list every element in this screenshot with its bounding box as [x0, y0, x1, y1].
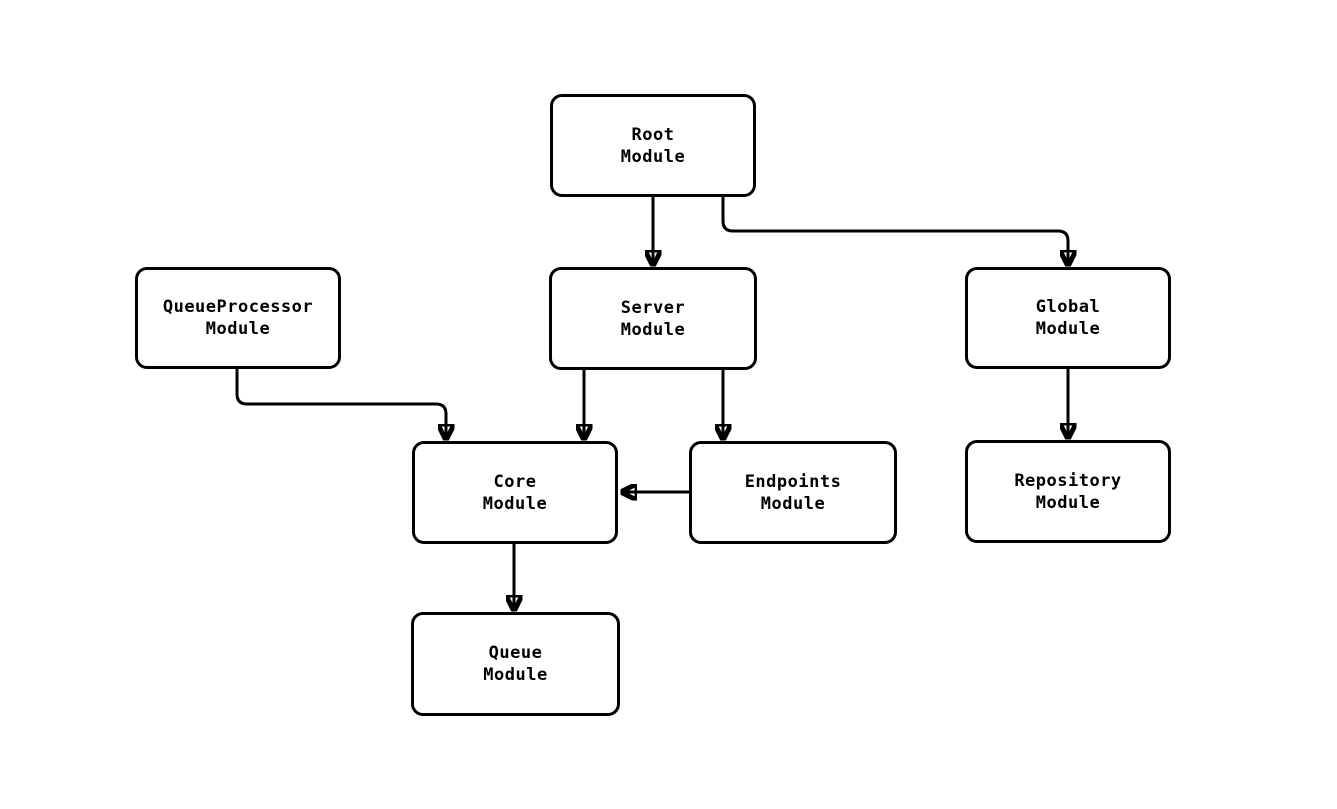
node-root-module-label: Root Module: [620, 124, 686, 167]
node-core-module-label: Core Module: [482, 471, 548, 514]
node-global-module: Global Module: [965, 267, 1171, 369]
node-global-module-label: Global Module: [1035, 297, 1101, 339]
node-repository-module: Repository Module: [965, 440, 1171, 543]
edge-root-to-global: [721, 197, 1068, 264]
node-repository-module-label: Repository Module: [1014, 470, 1122, 513]
node-queue-module: Queue Module: [411, 612, 620, 716]
node-endpoints-module-label: Endpoints Module: [744, 471, 842, 514]
node-root-module: Root Module: [550, 94, 756, 197]
node-endpoints-module: Endpoints Module: [689, 441, 897, 544]
node-server-module-label: Server Module: [620, 297, 686, 340]
node-server-module: Server Module: [549, 267, 757, 370]
node-core-module: Core Module: [412, 441, 618, 544]
node-queueprocessor-module-label: QueueProcessor Module: [162, 297, 314, 339]
node-queue-module-label: Queue Module: [483, 643, 548, 685]
edge-queueprocessor-to-core: [235, 369, 446, 438]
node-queueprocessor-module: QueueProcessor Module: [135, 267, 341, 369]
